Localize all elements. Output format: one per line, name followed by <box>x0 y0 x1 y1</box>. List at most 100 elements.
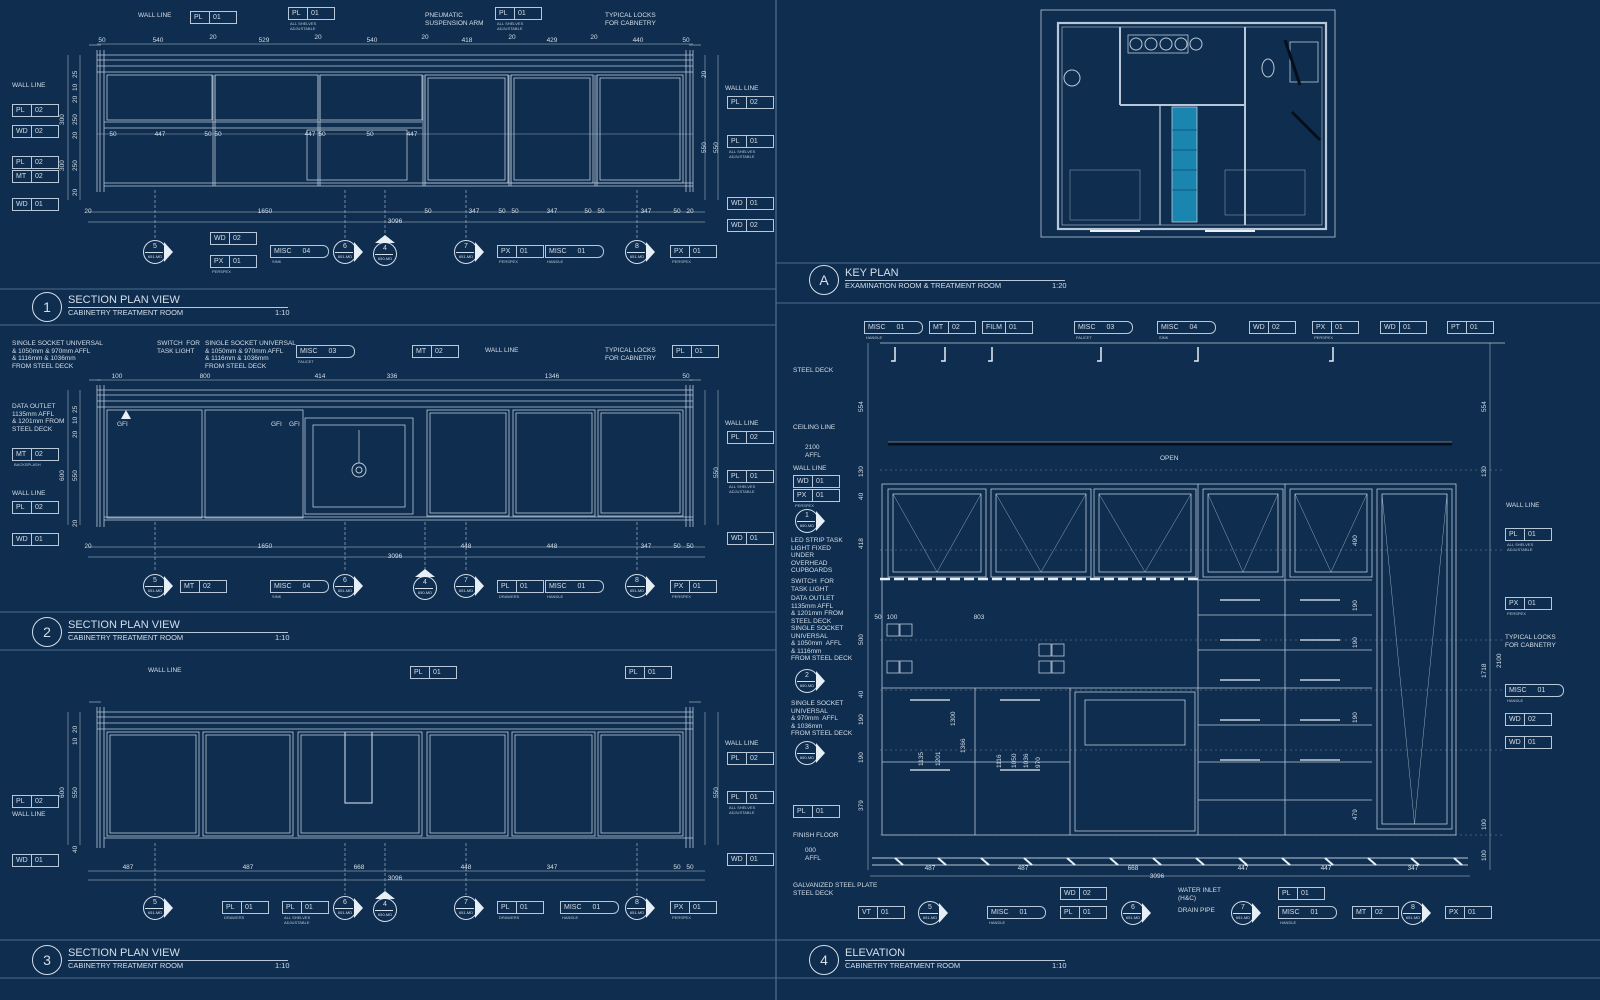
tag-number: 01 <box>1528 600 1536 607</box>
key-plan-inner <box>1061 26 1323 226</box>
view-subtitle: CABINETRY TREATMENT ROOM <box>68 633 184 642</box>
callout-arrow-icon <box>1252 903 1261 923</box>
tag-number: 02 <box>1083 890 1091 897</box>
tag-code: MISC <box>274 248 292 255</box>
tag-number: 02 <box>35 159 43 166</box>
tag-number: 01 <box>1528 739 1536 746</box>
cabinet-outline <box>600 734 681 834</box>
tag-code: PL <box>728 471 747 482</box>
drawing-line <box>1098 493 1146 573</box>
cabinet-outline <box>600 412 681 514</box>
cabinet-outline <box>426 731 509 837</box>
section-callout-8[interactable]: 8 651-MD <box>625 896 655 922</box>
tag-code: PL <box>13 157 32 168</box>
view-title: KEY PLAN <box>845 267 899 279</box>
tag-number: 01 <box>1537 687 1546 694</box>
drawing-note: OPEN <box>1160 455 1179 462</box>
cabinet-outline <box>1294 493 1368 573</box>
dimension-label-vertical: 100 <box>1481 850 1488 861</box>
tag-number: 02 <box>435 348 443 355</box>
tag-code: WD <box>728 854 747 865</box>
steel-deck-hanger <box>1097 347 1102 362</box>
dimension-label: 50 <box>498 208 506 215</box>
tag-code: PL <box>728 432 747 443</box>
callout-sheet-ref: 650-MD <box>377 256 393 261</box>
cabinet-outline <box>1376 488 1453 830</box>
drawing-note: 000 AFFL <box>805 847 821 862</box>
drawing-line <box>1381 493 1415 825</box>
tag-number: 01 <box>693 904 701 911</box>
drawing-line <box>980 857 990 866</box>
tag-number: 02 <box>233 235 241 242</box>
dimension-label-vertical: 25 <box>72 405 79 413</box>
tag-code: PL <box>283 902 302 913</box>
dimension-label-vertical: 100 <box>1481 819 1488 830</box>
tag-code: MT <box>13 449 32 460</box>
tag-description: HANDLE <box>547 594 564 599</box>
cabinet-outline <box>319 74 423 121</box>
steel-deck-hanger <box>941 347 946 362</box>
tag-description: ALL SHELVES ADJUSTABLE <box>497 21 524 31</box>
tag-code: PL <box>673 346 692 357</box>
tag-code: WD <box>1506 714 1525 725</box>
callout-sheet-ref: 651-MD <box>629 910 645 915</box>
dimension-label: 529 <box>258 37 270 44</box>
drawing-line <box>1109 857 1119 866</box>
tag-code: PL <box>1506 529 1525 540</box>
cabinet-outline <box>429 412 507 514</box>
tag-code: MT <box>13 171 32 182</box>
callout-number: 8 <box>635 899 639 906</box>
dimension-label-vertical: 418 <box>858 538 865 549</box>
tag-number: 01 <box>695 348 703 355</box>
dimension-label: 448 <box>460 864 472 871</box>
cabinet-outline <box>1098 493 1192 573</box>
tag-number: 02 <box>35 173 43 180</box>
drawing-line <box>1238 857 1248 866</box>
dimension-label-vertical: 600 <box>59 470 66 481</box>
tag-code: MISC <box>1509 687 1527 694</box>
callout-arrow-icon <box>164 242 173 262</box>
drawing-note: TYPICAL LOCKS FOR CABNETRY <box>605 12 656 27</box>
tag-code: MISC <box>274 583 292 590</box>
dimension-label-vertical: 190 <box>1352 600 1359 611</box>
socket-icon <box>1038 660 1052 674</box>
tag-code: MT <box>1353 907 1372 918</box>
tag-number: 01 <box>433 669 441 676</box>
tag-number: 04 <box>302 248 311 255</box>
drawing-note: SINGLE SOCKET UNIVERSAL & 1050mm & 970mm… <box>205 340 296 370</box>
cabinet-outline <box>214 74 319 121</box>
tag-number: 02 <box>750 755 758 762</box>
dimension-label-vertical: 40 <box>858 690 865 698</box>
callout-arrow-icon <box>475 242 484 262</box>
